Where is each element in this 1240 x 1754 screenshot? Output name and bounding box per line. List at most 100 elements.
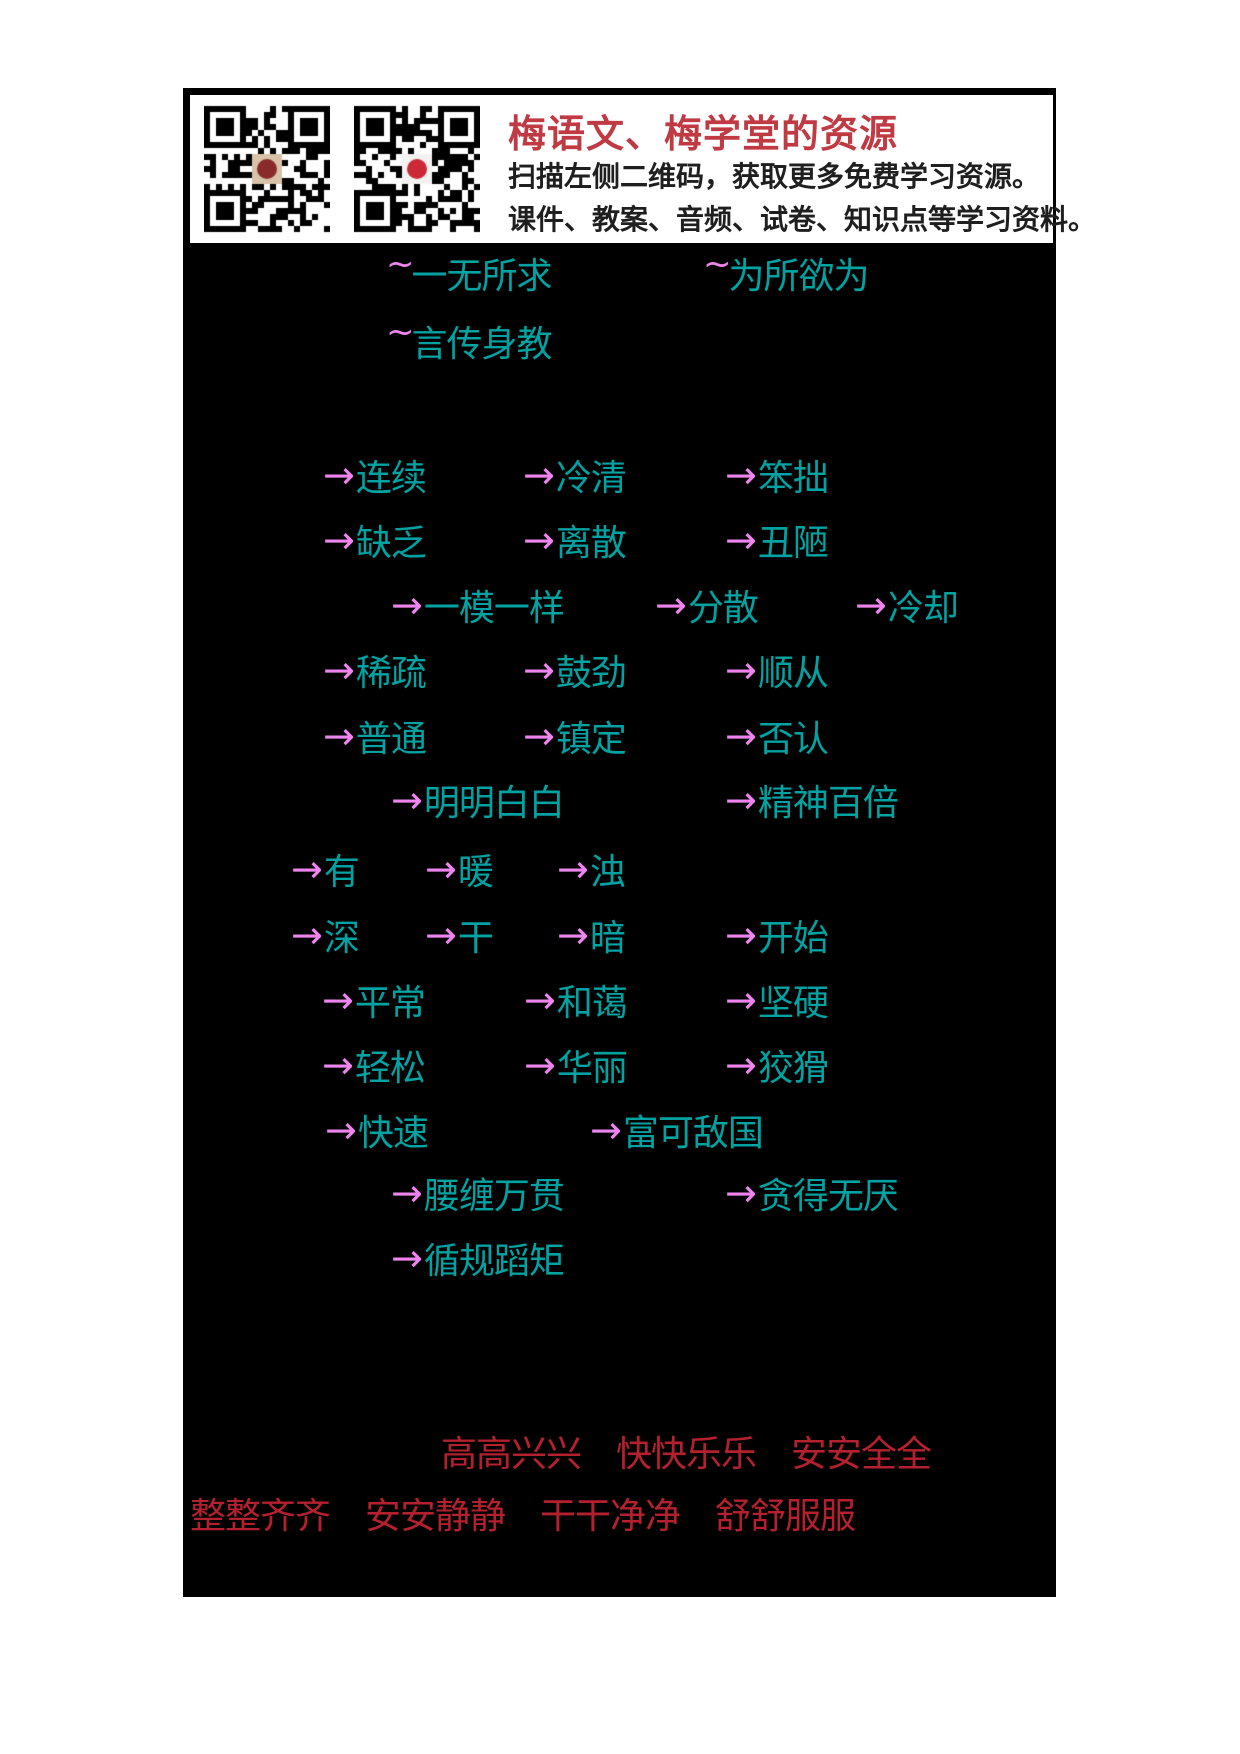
arrow-icon: → (855, 583, 887, 627)
arrow-item: →循规蹈矩 (391, 1235, 565, 1291)
word-label: 一模一样 (423, 588, 565, 629)
word-label: 分散 (687, 588, 759, 629)
banner-title: 梅语文、梅学堂的资源 (508, 112, 899, 156)
word-label: 暖 (457, 852, 494, 893)
arrow-item: →冷却 (855, 582, 959, 638)
arrow-item: →缺乏 (323, 517, 427, 573)
word-label: 狡猾 (757, 1048, 829, 1089)
arrow-item: →华丽 (524, 1042, 628, 1098)
tilde-icon: ~ (703, 244, 732, 284)
arrow-item: →富可敌国 (590, 1107, 764, 1163)
arrow-icon: → (391, 1236, 423, 1280)
arrow-icon: → (725, 648, 757, 692)
arrow-icon: → (291, 847, 323, 891)
word-label: 快速 (357, 1113, 429, 1154)
word-label: 和蔼 (556, 983, 628, 1024)
arrow-item: →坚硬 (725, 977, 829, 1033)
word-label: 缺乏 (355, 523, 427, 564)
arrow-item: →精神百倍 (725, 777, 899, 833)
arrow-item: →连续 (323, 452, 427, 508)
arrow-icon: → (523, 518, 555, 562)
qr-code-right (354, 103, 480, 235)
word-label: 暗 (589, 918, 626, 959)
arrow-icon: → (391, 1171, 423, 1215)
word-label: 腰缠万贯 (423, 1176, 565, 1217)
arrow-icon: → (524, 978, 556, 1022)
word-label: 干 (457, 918, 494, 959)
arrow-icon: → (725, 714, 757, 758)
arrow-item: →丑陋 (725, 517, 829, 573)
arrow-icon: → (391, 778, 423, 822)
word-label: 一无所求 (411, 256, 553, 297)
tilde-icon: ~ (386, 312, 415, 352)
arrow-item: →平常 (322, 977, 426, 1033)
arrow-icon: → (523, 714, 555, 758)
arrow-item: →轻松 (322, 1042, 426, 1098)
worksheet-black-background (183, 88, 1056, 1597)
arrow-item: →暖 (425, 846, 494, 902)
arrow-icon: → (323, 518, 355, 562)
arrow-item: →狡猾 (725, 1042, 829, 1098)
header-resource-banner: 梅语文、梅学堂的资源 扫描左侧二维码，获取更多免费学习资源。 课件、教案、音频、… (190, 95, 1096, 243)
arrow-icon: → (425, 913, 457, 957)
arrow-icon: → (725, 1171, 757, 1215)
arrow-icon: → (590, 1108, 622, 1152)
arrow-item: →有 (291, 846, 360, 902)
arrow-icon: → (725, 978, 757, 1022)
word-label: 冷却 (887, 588, 959, 629)
arrow-icon: → (557, 847, 589, 891)
arrow-icon: → (322, 1043, 354, 1087)
word-label: 镇定 (555, 719, 627, 760)
word-label: 稀疏 (355, 653, 427, 694)
arrow-item: →顺从 (725, 647, 829, 703)
qr-code-right-image (354, 103, 480, 235)
arrow-item: →贪得无厌 (725, 1170, 899, 1226)
red-phrase-line-1: 高高兴兴 快快乐乐 安安全全 (441, 1434, 932, 1475)
arrow-icon: → (291, 913, 323, 957)
arrow-item: →普通 (323, 713, 427, 769)
word-label: 贪得无厌 (757, 1176, 899, 1217)
word-label: 开始 (757, 918, 829, 959)
arrow-icon: → (557, 913, 589, 957)
arrow-item: →浊 (557, 846, 626, 902)
word-label: 普通 (355, 719, 427, 760)
word-label: 连续 (355, 458, 427, 499)
arrow-icon: → (425, 847, 457, 891)
arrow-icon: → (725, 518, 757, 562)
word-label: 平常 (354, 983, 426, 1024)
word-label: 言传身教 (411, 324, 553, 365)
banner-line-1: 扫描左侧二维码，获取更多免费学习资源。 (508, 160, 1041, 193)
arrow-item: →笨拙 (725, 452, 829, 508)
tilde-icon: ~ (386, 244, 415, 284)
word-label: 浊 (589, 852, 626, 893)
arrow-item: →深 (291, 912, 360, 968)
word-label: 华丽 (556, 1048, 628, 1089)
red-phrase-line-2: 整整齐齐 安安静静 干干净净 舒舒服服 (190, 1496, 856, 1537)
arrow-icon: → (725, 1043, 757, 1087)
arrow-item: →一模一样 (391, 582, 565, 638)
word-label: 循规蹈矩 (423, 1241, 565, 1282)
arrow-item: →快速 (325, 1107, 429, 1163)
arrow-icon: → (523, 648, 555, 692)
word-label: 坚硬 (757, 983, 829, 1024)
arrow-icon: → (322, 978, 354, 1022)
arrow-item: →暗 (557, 912, 626, 968)
word-label: 富可敌国 (622, 1113, 764, 1154)
arrow-item: →冷清 (523, 452, 627, 508)
word-label: 精神百倍 (757, 783, 899, 824)
arrow-icon: → (323, 714, 355, 758)
arrow-item: →开始 (725, 912, 829, 968)
tilde-item: ~为所欲为 (703, 244, 870, 306)
arrow-item: →分散 (655, 582, 759, 638)
arrow-icon: → (524, 1043, 556, 1087)
banner-line-2: 课件、教案、音频、试卷、知识点等学习资料。 (508, 203, 1097, 236)
arrow-icon: → (725, 453, 757, 497)
tilde-item: ~言传身教 (386, 312, 553, 374)
word-label: 否认 (757, 719, 829, 760)
word-label: 有 (323, 852, 360, 893)
arrow-icon: → (323, 453, 355, 497)
word-label: 为所欲为 (728, 256, 870, 297)
arrow-item: →和蔼 (524, 977, 628, 1033)
arrow-item: →干 (425, 912, 494, 968)
word-label: 笨拙 (757, 458, 829, 499)
